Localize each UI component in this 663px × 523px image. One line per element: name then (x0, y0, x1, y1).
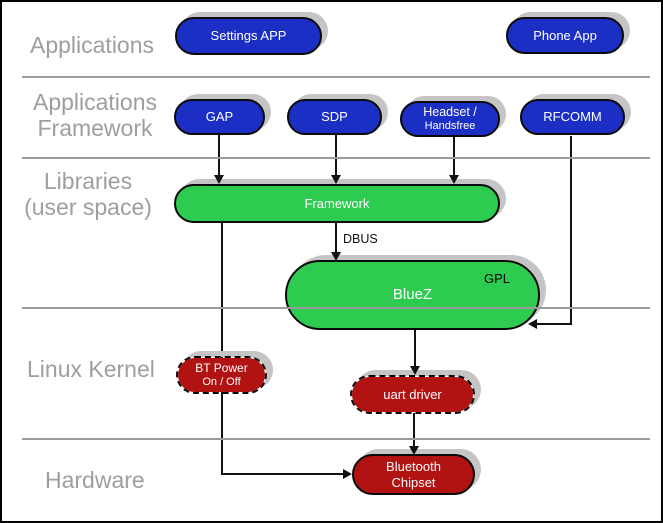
arrowhead-sdp-framework (331, 175, 341, 184)
layer-label-linux-kernel: Linux Kernel (27, 356, 155, 382)
layer-label-applications: Applications (30, 32, 155, 58)
arrowhead-bluez-uart (410, 366, 420, 375)
divider-libraries-kernel (22, 307, 650, 309)
node-settings-app: Settings APP (175, 17, 322, 55)
edge-framework-bluez-dbus (335, 222, 337, 255)
edge-headset-framework (453, 136, 455, 177)
node-bluez: GPL BlueZ (285, 260, 540, 330)
node-phone-app-label: Phone App (533, 27, 597, 43)
layer-label-libraries: Libraries (user space) (24, 168, 152, 221)
node-bt-power-line1: BT Power (195, 361, 248, 376)
arrowhead-rfcomm-bluez (528, 319, 537, 329)
divider-framework (22, 157, 650, 159)
node-headset-line1: Headset / (423, 104, 477, 119)
node-phone-app: Phone App (506, 17, 624, 54)
node-uart-driver-label: uart driver (383, 386, 442, 402)
divider-applications (22, 76, 650, 78)
node-headset-line2: Handsfree (424, 119, 476, 132)
node-sdp-label: SDP (321, 109, 348, 125)
node-uart-driver: uart driver (350, 375, 475, 414)
node-bluetooth-chipset-line1: Bluetooth (386, 458, 441, 474)
arrowhead-power-chipset (343, 469, 352, 479)
layer-label-applications-framework: Applications Framework (32, 89, 158, 142)
layer-label-hardware: Hardware (45, 467, 145, 493)
gpl-license-tag: GPL (483, 271, 510, 286)
edge-rfcomm-bluez-vertical (570, 136, 572, 325)
edge-framework-chipset-vertical (221, 222, 223, 475)
node-rfcomm: RFCOMM (520, 99, 625, 135)
node-sdp: SDP (287, 99, 382, 135)
node-bluez-label: BlueZ (392, 286, 433, 303)
dbus-edge-label: DBUS (343, 232, 378, 246)
edge-uart-chipset (413, 413, 415, 447)
arrowhead-gap-framework (214, 175, 224, 184)
edge-sdp-framework (335, 135, 337, 177)
node-bluetooth-chipset-line2: Chipset (391, 474, 436, 490)
divider-kernel-hardware (22, 438, 650, 440)
node-settings-app-label: Settings APP (210, 28, 287, 44)
node-framework-label: Framework (304, 195, 370, 211)
node-rfcomm-label: RFCOMM (543, 109, 602, 125)
arrowhead-dbus-bluez (331, 252, 341, 261)
edge-bluez-uart (414, 330, 416, 367)
node-gap: GAP (174, 99, 265, 135)
node-bt-power: BT Power On / Off (176, 356, 267, 394)
arrowhead-headset-framework (449, 175, 459, 184)
node-framework: Framework (174, 184, 500, 223)
node-bluetooth-chipset: Bluetooth Chipset (352, 454, 475, 495)
node-gap-label: GAP (205, 109, 234, 125)
edge-gap-framework (218, 135, 220, 177)
arrowhead-uart-chipset (409, 446, 419, 455)
edge-rfcomm-bluez-horizontal (535, 323, 572, 325)
edge-framework-chipset-horizontal (221, 473, 345, 475)
node-headset-handsfree: Headset / Handsfree (400, 101, 500, 137)
node-bt-power-line2: On / Off (202, 375, 241, 388)
